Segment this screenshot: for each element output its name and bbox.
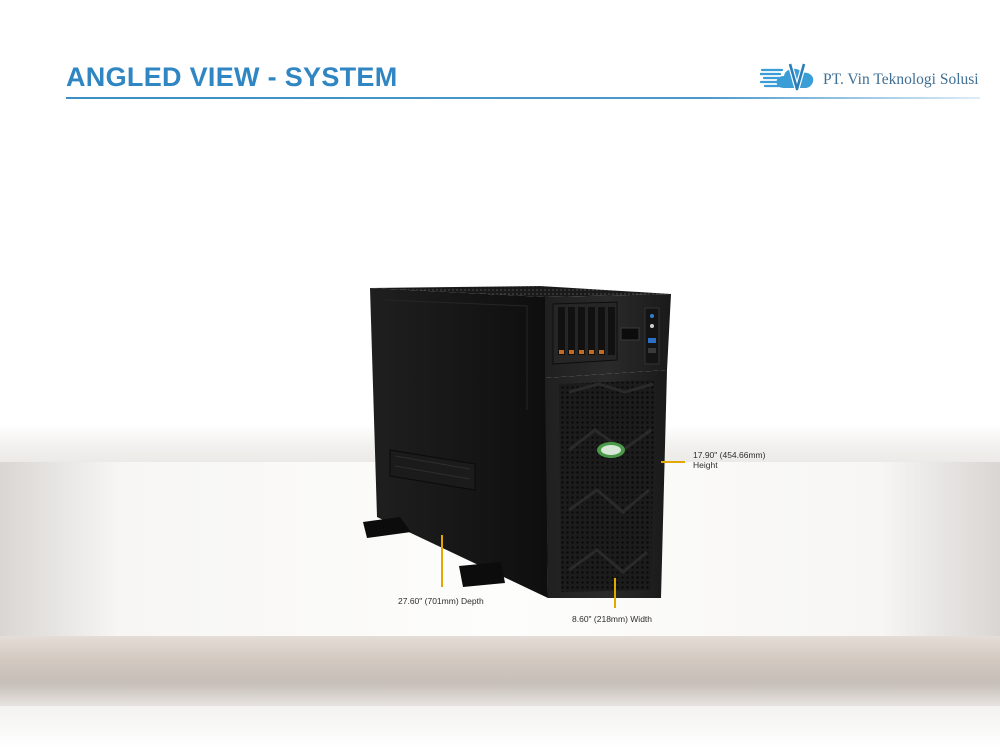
slide-title: ANGLED VIEW - SYSTEM [66, 62, 398, 92]
company-name: PT. Vin Teknologi Solusi [823, 71, 979, 88]
title-underline [66, 97, 980, 99]
height-name: Height [693, 460, 718, 470]
height-value: 17.90" (454.66mm) [693, 450, 766, 460]
height-marker [661, 461, 685, 463]
server-tower-image [363, 286, 671, 598]
width-label: 8.60" (218mm) Width [572, 614, 653, 624]
logo-letter: V [760, 62, 761, 63]
depth-label: 27.60" (701mm) Depth [398, 596, 484, 606]
height-label: 17.90" (454.66mm) Height [693, 450, 765, 470]
backdrop-fade [0, 706, 1000, 750]
backdrop-shelf [0, 636, 1000, 708]
cloud-v-logo-icon: V [760, 62, 814, 92]
width-marker [614, 578, 616, 608]
depth-marker [441, 535, 443, 587]
